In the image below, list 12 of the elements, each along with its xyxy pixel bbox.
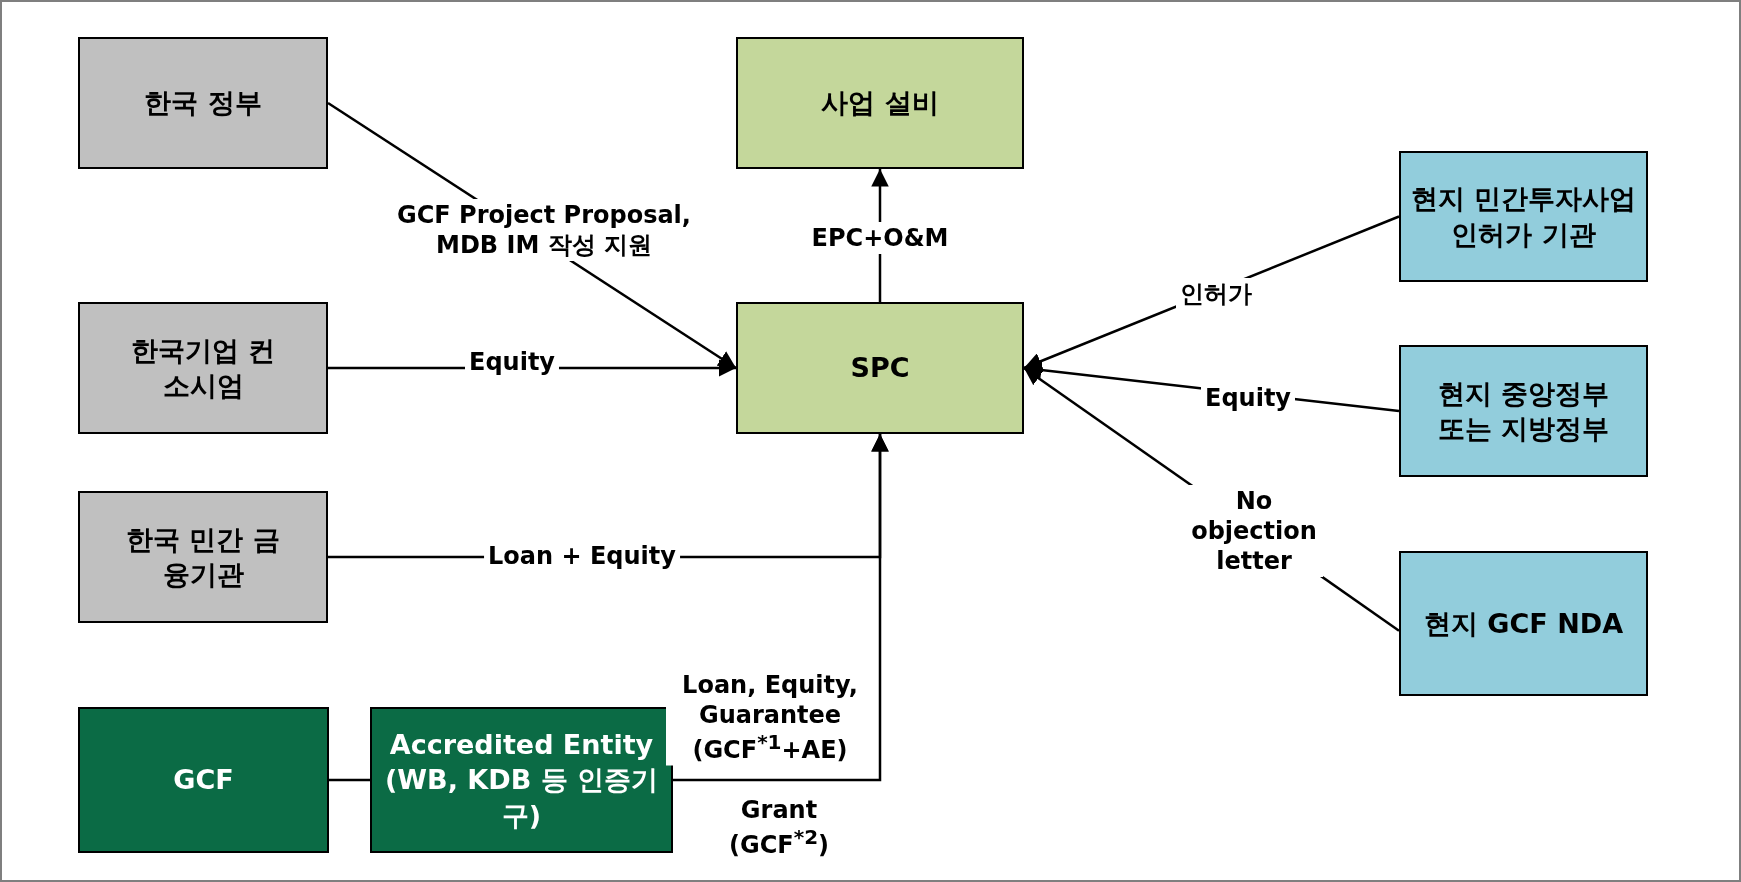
connector-line xyxy=(329,778,370,782)
process-box: SPC xyxy=(736,302,1024,434)
process-box: 사업 설비 xyxy=(736,37,1024,169)
process-box: 한국기업 컨소시엄 xyxy=(78,302,328,434)
process-box: 한국 정부 xyxy=(78,37,328,169)
process-box: Accredited Entity (WB, KDB 등 인증기구) xyxy=(370,707,673,853)
process-box: 한국 민간 금융기관 xyxy=(78,491,328,623)
process-box: GCF xyxy=(78,707,329,853)
arrow xyxy=(673,434,889,782)
process-box: 현지 중앙정부 또는 지방정부 xyxy=(1399,345,1648,477)
process-box: 현지 GCF NDA xyxy=(1399,551,1648,696)
process-box: 현지 민간투자사업 인허가 기관 xyxy=(1399,151,1648,282)
